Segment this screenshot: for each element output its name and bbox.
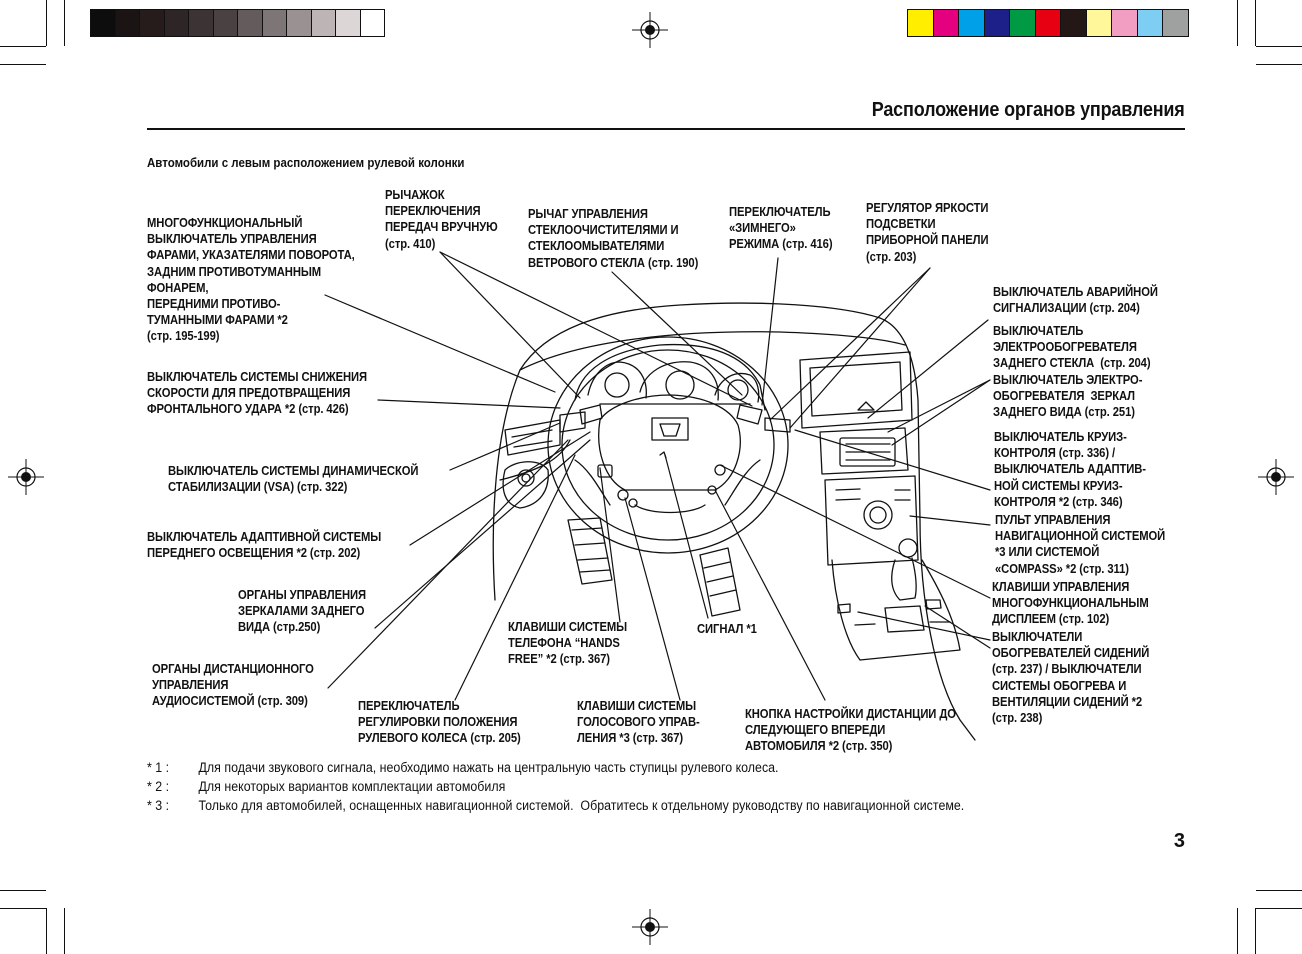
- gray-swatch: [360, 10, 384, 36]
- registration-mark-left-icon: [8, 459, 44, 495]
- label-paddle-shifter: РЫЧАЖОК ПЕРЕКЛЮЧЕНИЯ ПЕРЕДАЧ ВРУЧНУЮ (ст…: [385, 188, 498, 251]
- label-vsa-switch: ВЫКЛЮЧАТЕЛЬ СИСТЕМЫ ДИНАМИЧЕСКОЙ СТАБИЛИ…: [168, 464, 419, 495]
- page-number: 3: [1173, 830, 1185, 852]
- gray-swatch: [311, 10, 336, 36]
- registration-mark-right-icon: [1258, 459, 1294, 495]
- label-multifunction-switch: МНОГОФУНКЦИОНАЛЬНЫЙ ВЫКЛЮЧАТЕЛЬ УПРАВЛЕН…: [147, 216, 355, 344]
- label-seat-heaters: ВЫКЛЮЧАТЕЛИ ОБОГРЕВАТЕЛЕЙ СИДЕНИЙ (стр. …: [992, 630, 1150, 726]
- title-rule: [147, 128, 1185, 130]
- steering-wheel: [547, 336, 791, 554]
- label-brightness-control: РЕГУЛЯТОР ЯРКОСТИ ПОДСВЕТКИ ПРИБОРНОЙ ПА…: [866, 201, 989, 264]
- label-navigation-control: ПУЛЬТ УПРАВЛЕНИЯ НАВИГАЦИОННОЙ СИСТЕМОЙ …: [995, 513, 1166, 576]
- gray-swatch: [262, 10, 287, 36]
- center-console: [799, 351, 961, 661]
- footnote-mark: * 2 :: [147, 779, 170, 794]
- label-distance-button: КНОПКА НАСТРОЙКИ ДИСТАНЦИИ ДО СЛЕДУЮЩЕГО…: [745, 707, 956, 754]
- footnote-1: * 1 : Для подачи звукового сигнала, необх…: [147, 759, 779, 777]
- color-swatch: [1035, 10, 1061, 36]
- footnote-3: * 3 : Только для автомобилей, оснащенных …: [147, 797, 964, 815]
- label-phone-buttons: КЛАВИШИ СИСТЕМЫ ТЕЛЕФОНА “HANDS FREE” *2…: [508, 620, 628, 667]
- gray-swatch: [213, 10, 238, 36]
- gray-swatch: [91, 10, 116, 36]
- pedals: [567, 517, 741, 617]
- instrument-cluster: [574, 343, 766, 411]
- footnote-text: Только для автомобилей, оснащенных навиг…: [198, 798, 965, 813]
- color-swatch: [1137, 10, 1163, 36]
- footnote-mark: * 3 :: [147, 798, 170, 813]
- footnote-text: Для некоторых вариантов комплектации авт…: [198, 779, 506, 794]
- label-voice-buttons: КЛАВИШИ СИСТЕМЫ ГОЛОСОВОГО УПРАВ- ЛЕНИЯ …: [577, 699, 700, 746]
- label-hazard-switch: ВЫКЛЮЧАТЕЛЬ АВАРИЙНОЙ СИГНАЛИЗАЦИИ (стр.…: [993, 285, 1158, 316]
- label-winter-mode-switch: ПЕРЕКЛЮЧАТЕЛЬ «ЗИМНЕГО» РЕЖИМА (стр. 416…: [729, 205, 833, 252]
- label-mirror-controls: ОРГАНЫ УПРАВЛЕНИЯ ЗЕРКАЛАМИ ЗАДНЕГО ВИДА…: [238, 588, 367, 635]
- color-swatch: [959, 10, 985, 36]
- label-audio-remote: ОРГАНЫ ДИСТАНЦИОННОГО УПРАВЛЕНИЯ АУДИОСИ…: [152, 662, 314, 709]
- label-afs-switch: ВЫКЛЮЧАТЕЛЬ АДАПТИВНОЙ СИСТЕМЫ ПЕРЕДНЕГО…: [147, 530, 382, 561]
- gray-swatch: [189, 10, 214, 36]
- gray-swatch: [115, 10, 140, 36]
- cmyk-color-bar: [907, 9, 1189, 37]
- footnote-2: * 2 : Для некоторых вариантов комплектаци…: [147, 778, 505, 796]
- color-swatch: [933, 10, 959, 36]
- footnote-text: Для подачи звукового сигнала, необходимо…: [198, 760, 779, 775]
- color-swatch: [1163, 10, 1188, 36]
- gray-swatch: [238, 10, 263, 36]
- leader-lines: [324, 251, 991, 701]
- label-wiper-lever: РЫЧАГ УПРАВЛЕНИЯ СТЕКЛООЧИСТИТЕЛЯМИ И СТ…: [528, 207, 699, 270]
- gray-swatch: [336, 10, 361, 36]
- label-tilt-switch: ПЕРЕКЛЮЧАТЕЛЬ РЕГУЛИРОВКИ ПОЛОЖЕНИЯ РУЛЕ…: [358, 699, 521, 746]
- color-swatch: [1112, 10, 1138, 36]
- gray-swatch: [164, 10, 189, 36]
- color-swatch: [1061, 10, 1087, 36]
- color-swatch: [908, 10, 934, 36]
- gray-color-bar: [90, 9, 385, 37]
- gray-swatch: [287, 10, 312, 36]
- section-subtitle: Автомобили с левым расположением рулевой…: [147, 156, 465, 170]
- label-cruise-control: ВЫКЛЮЧАТЕЛЬ КРУИЗ- КОНТРОЛЯ (стр. 336) /…: [994, 430, 1146, 509]
- registration-mark-top-icon: [632, 12, 668, 48]
- page-title: Расположение органов управления: [872, 99, 1185, 121]
- footnote-mark: * 1 :: [147, 760, 170, 775]
- label-collision-mitigation: ВЫКЛЮЧАТЕЛЬ СИСТЕМЫ СНИЖЕНИЯ СКОРОСТИ ДЛ…: [147, 370, 368, 417]
- color-swatch: [1010, 10, 1036, 36]
- color-swatch: [984, 10, 1010, 36]
- registration-mark-bottom-icon: [632, 909, 668, 945]
- label-defroster-switch: ВЫКЛЮЧАТЕЛЬ ЭЛЕКТРООБОГРЕВАТЕЛЯ ЗАДНЕГО …: [993, 324, 1151, 420]
- dashboard-outline: [492, 302, 976, 741]
- label-mid-buttons: КЛАВИШИ УПРАВЛЕНИЯ МНОГОФУНКЦИОНАЛЬНЫМ Д…: [992, 580, 1149, 627]
- color-swatch: [1086, 10, 1112, 36]
- label-horn: СИГНАЛ *1: [697, 622, 757, 636]
- gray-swatch: [140, 10, 165, 36]
